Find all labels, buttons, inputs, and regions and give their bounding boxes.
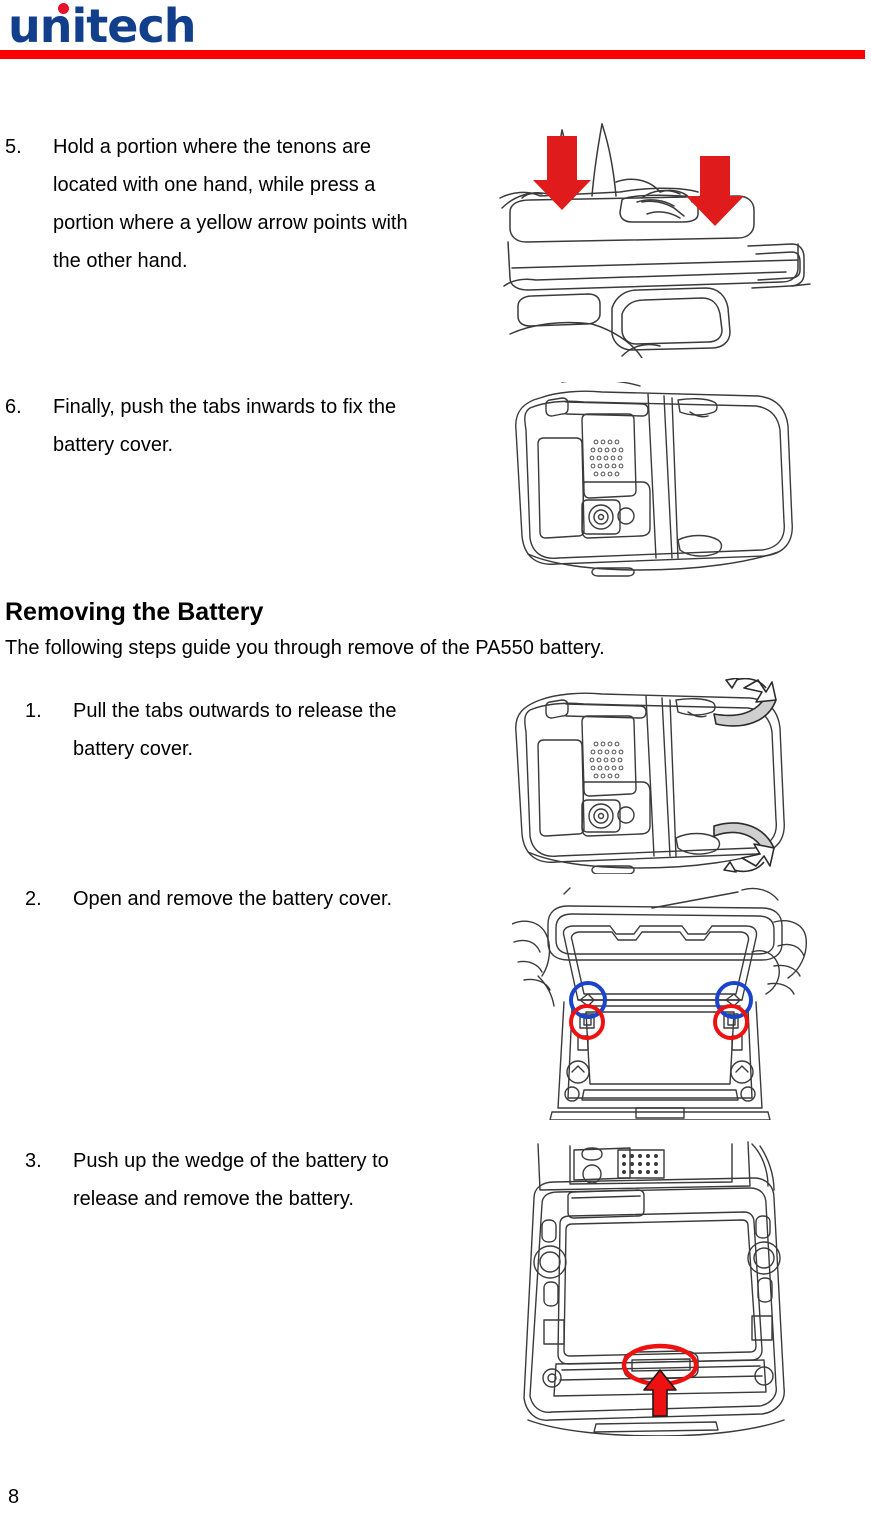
red-down-arrow-left-icon [533,136,591,210]
step-item-2: 2. Open and remove the battery cover. [25,880,445,918]
step-item-3: 3. Push up the wedge of the battery to r… [25,1142,445,1218]
curved-arrow-bottom-right-icon [713,822,775,873]
device-back-pull-tabs-illustration [500,677,810,875]
svg-text:unitech: unitech [8,2,195,53]
red-highlight-circle-right-icon [713,1004,749,1040]
header-red-rule [0,50,865,59]
device-press-tabs-illustration [492,118,812,359]
device-back-cover-illustration [500,379,810,578]
step-number: 3. [25,1150,42,1172]
page-header: unitech unitech [0,0,871,60]
red-down-arrow-right-icon [686,156,744,226]
step-number: 5. [5,136,22,158]
step-item-6: 6. Finally, push the tabs inwards to fix… [5,388,425,464]
logo-wordmark-icon: unitech [8,2,196,53]
curved-arrow-top-right-icon [713,677,777,727]
red-highlight-circle-left-icon [569,1004,605,1040]
step-text: Hold a portion where the tenons are loca… [53,136,408,272]
battery-cover-open-illustration [511,884,808,1121]
battery-wedge-push-illustration [512,1138,808,1437]
section-intro: The following steps guide you through re… [5,637,605,659]
step-text: Finally, push the tabs inwards to fix th… [53,396,397,456]
blue-highlight-circle-right-icon [715,981,753,1019]
step-text: Push up the wedge of the battery to rele… [73,1150,389,1210]
unitech-logo: unitech unitech [8,2,196,53]
step-text: Pull the tabs outwards to release the ba… [73,700,397,760]
blue-highlight-circle-left-icon [569,981,607,1019]
step-item-5: 5. Hold a portion where the tenons are l… [5,128,425,280]
red-up-arrow-icon [643,1369,677,1417]
section-title: Removing the Battery [5,598,264,626]
step-text: Open and remove the battery cover. [73,888,393,910]
page-number: 8 [8,1486,20,1508]
logo-red-dot-icon [58,3,69,14]
step-item-1: 1. Pull the tabs outwards to release the… [25,692,445,768]
step-number: 2. [25,888,42,910]
step-number: 1. [25,700,42,722]
step-number: 6. [5,396,22,418]
